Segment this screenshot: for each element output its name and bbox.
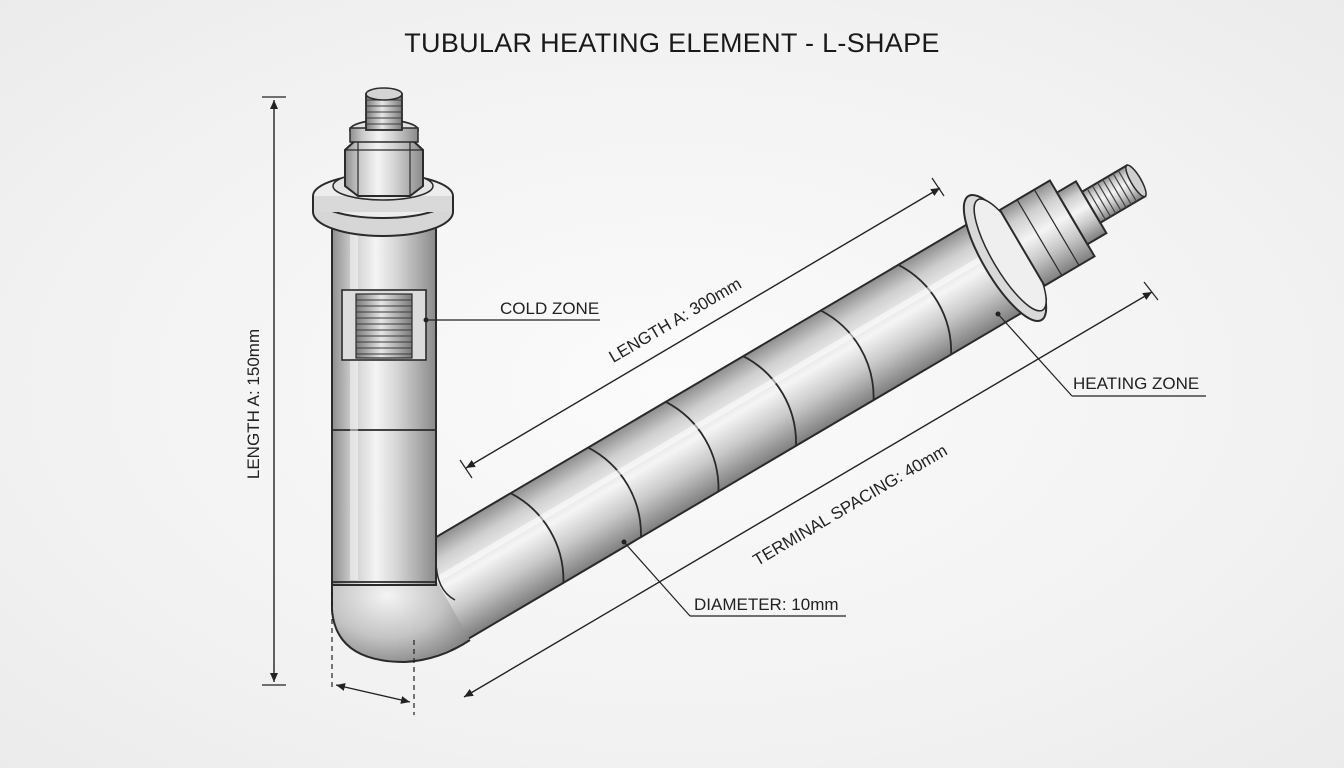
dimension-diameter <box>331 592 415 715</box>
terminal-spacing-label: TERMINAL SPACING: 40mm <box>750 441 951 570</box>
heating-zone-label: HEATING ZONE <box>1073 374 1199 393</box>
diagram-title: TUBULAR HEATING ELEMENT - L-SHAPE <box>404 28 940 58</box>
right-terminal-assembly <box>962 163 1147 323</box>
length-horizontal-label: LENGTH A: 300mm <box>606 274 745 367</box>
cold-zone-label: COLD ZONE <box>500 299 599 318</box>
cold-zone-callout <box>423 317 600 323</box>
dimension-vertical-length <box>262 96 286 686</box>
diameter-label: DIAMETER: 10mm <box>694 595 839 614</box>
diameter-callout <box>621 539 846 617</box>
cold-zone-window <box>341 289 427 361</box>
dimension-terminal-spacing <box>463 281 1159 698</box>
vertical-tube-section <box>331 214 437 586</box>
top-terminal-assembly <box>312 87 454 237</box>
heating-zone-callout <box>995 311 1206 397</box>
horizontal-tube-section <box>397 207 1048 651</box>
length-vertical-label: LENGTH A: 150mm <box>244 329 263 479</box>
